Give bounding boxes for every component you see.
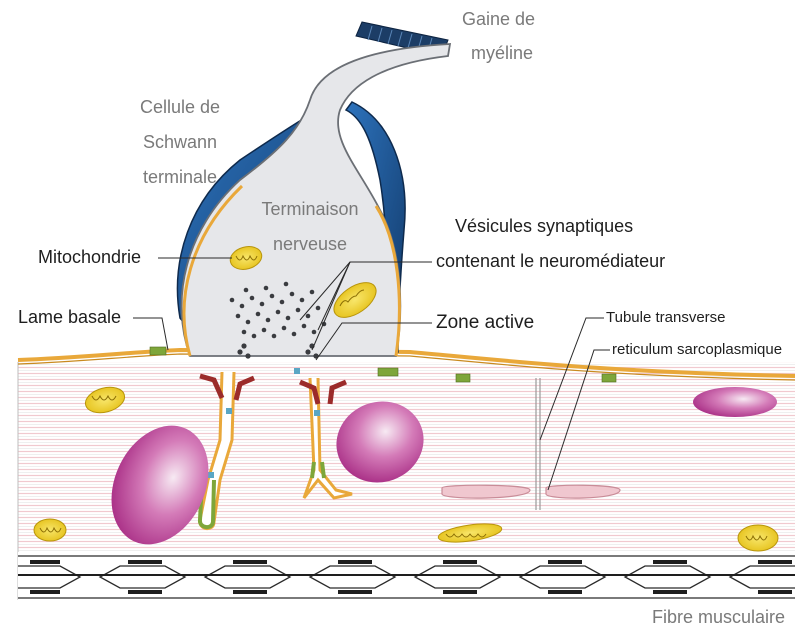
label-vesicules-line1: Vésicules synaptiques — [455, 215, 633, 237]
leader-lame-basale — [133, 318, 168, 350]
reticulum-right — [546, 485, 620, 498]
myofibril-band — [18, 552, 795, 602]
label-gaine-de-myeline-line2: myéline — [471, 42, 533, 64]
label-cellule-schwann-line2: Schwann — [125, 131, 235, 153]
label-terminaison-line2: nerveuse — [245, 233, 375, 255]
nucleus-right — [693, 387, 777, 417]
mitochondrion-2 — [34, 519, 66, 541]
label-gaine-de-myeline-line1: Gaine de — [462, 8, 535, 30]
label-zone-active: Zone active — [436, 312, 534, 334]
label-cellule-schwann-line3: terminale — [125, 166, 235, 188]
label-lame-basale: Lame basale — [18, 306, 121, 328]
label-cellule-schwann-line1: Cellule de — [125, 96, 235, 118]
label-vesicules-line2: contenant le neuromédiateur — [436, 250, 665, 272]
label-fibre-musculaire: Fibre musculaire — [652, 606, 785, 628]
label-tubule-transverse: Tubule transverse — [606, 309, 726, 327]
label-mitochondrie: Mitochondrie — [38, 246, 141, 268]
myofibril-background — [18, 552, 795, 602]
mitochondrion-4 — [738, 525, 778, 551]
reticulum-left — [442, 485, 530, 498]
label-reticulum: reticulum sarcoplasmique — [612, 341, 782, 359]
label-terminaison-line1: Terminaison — [245, 198, 375, 220]
